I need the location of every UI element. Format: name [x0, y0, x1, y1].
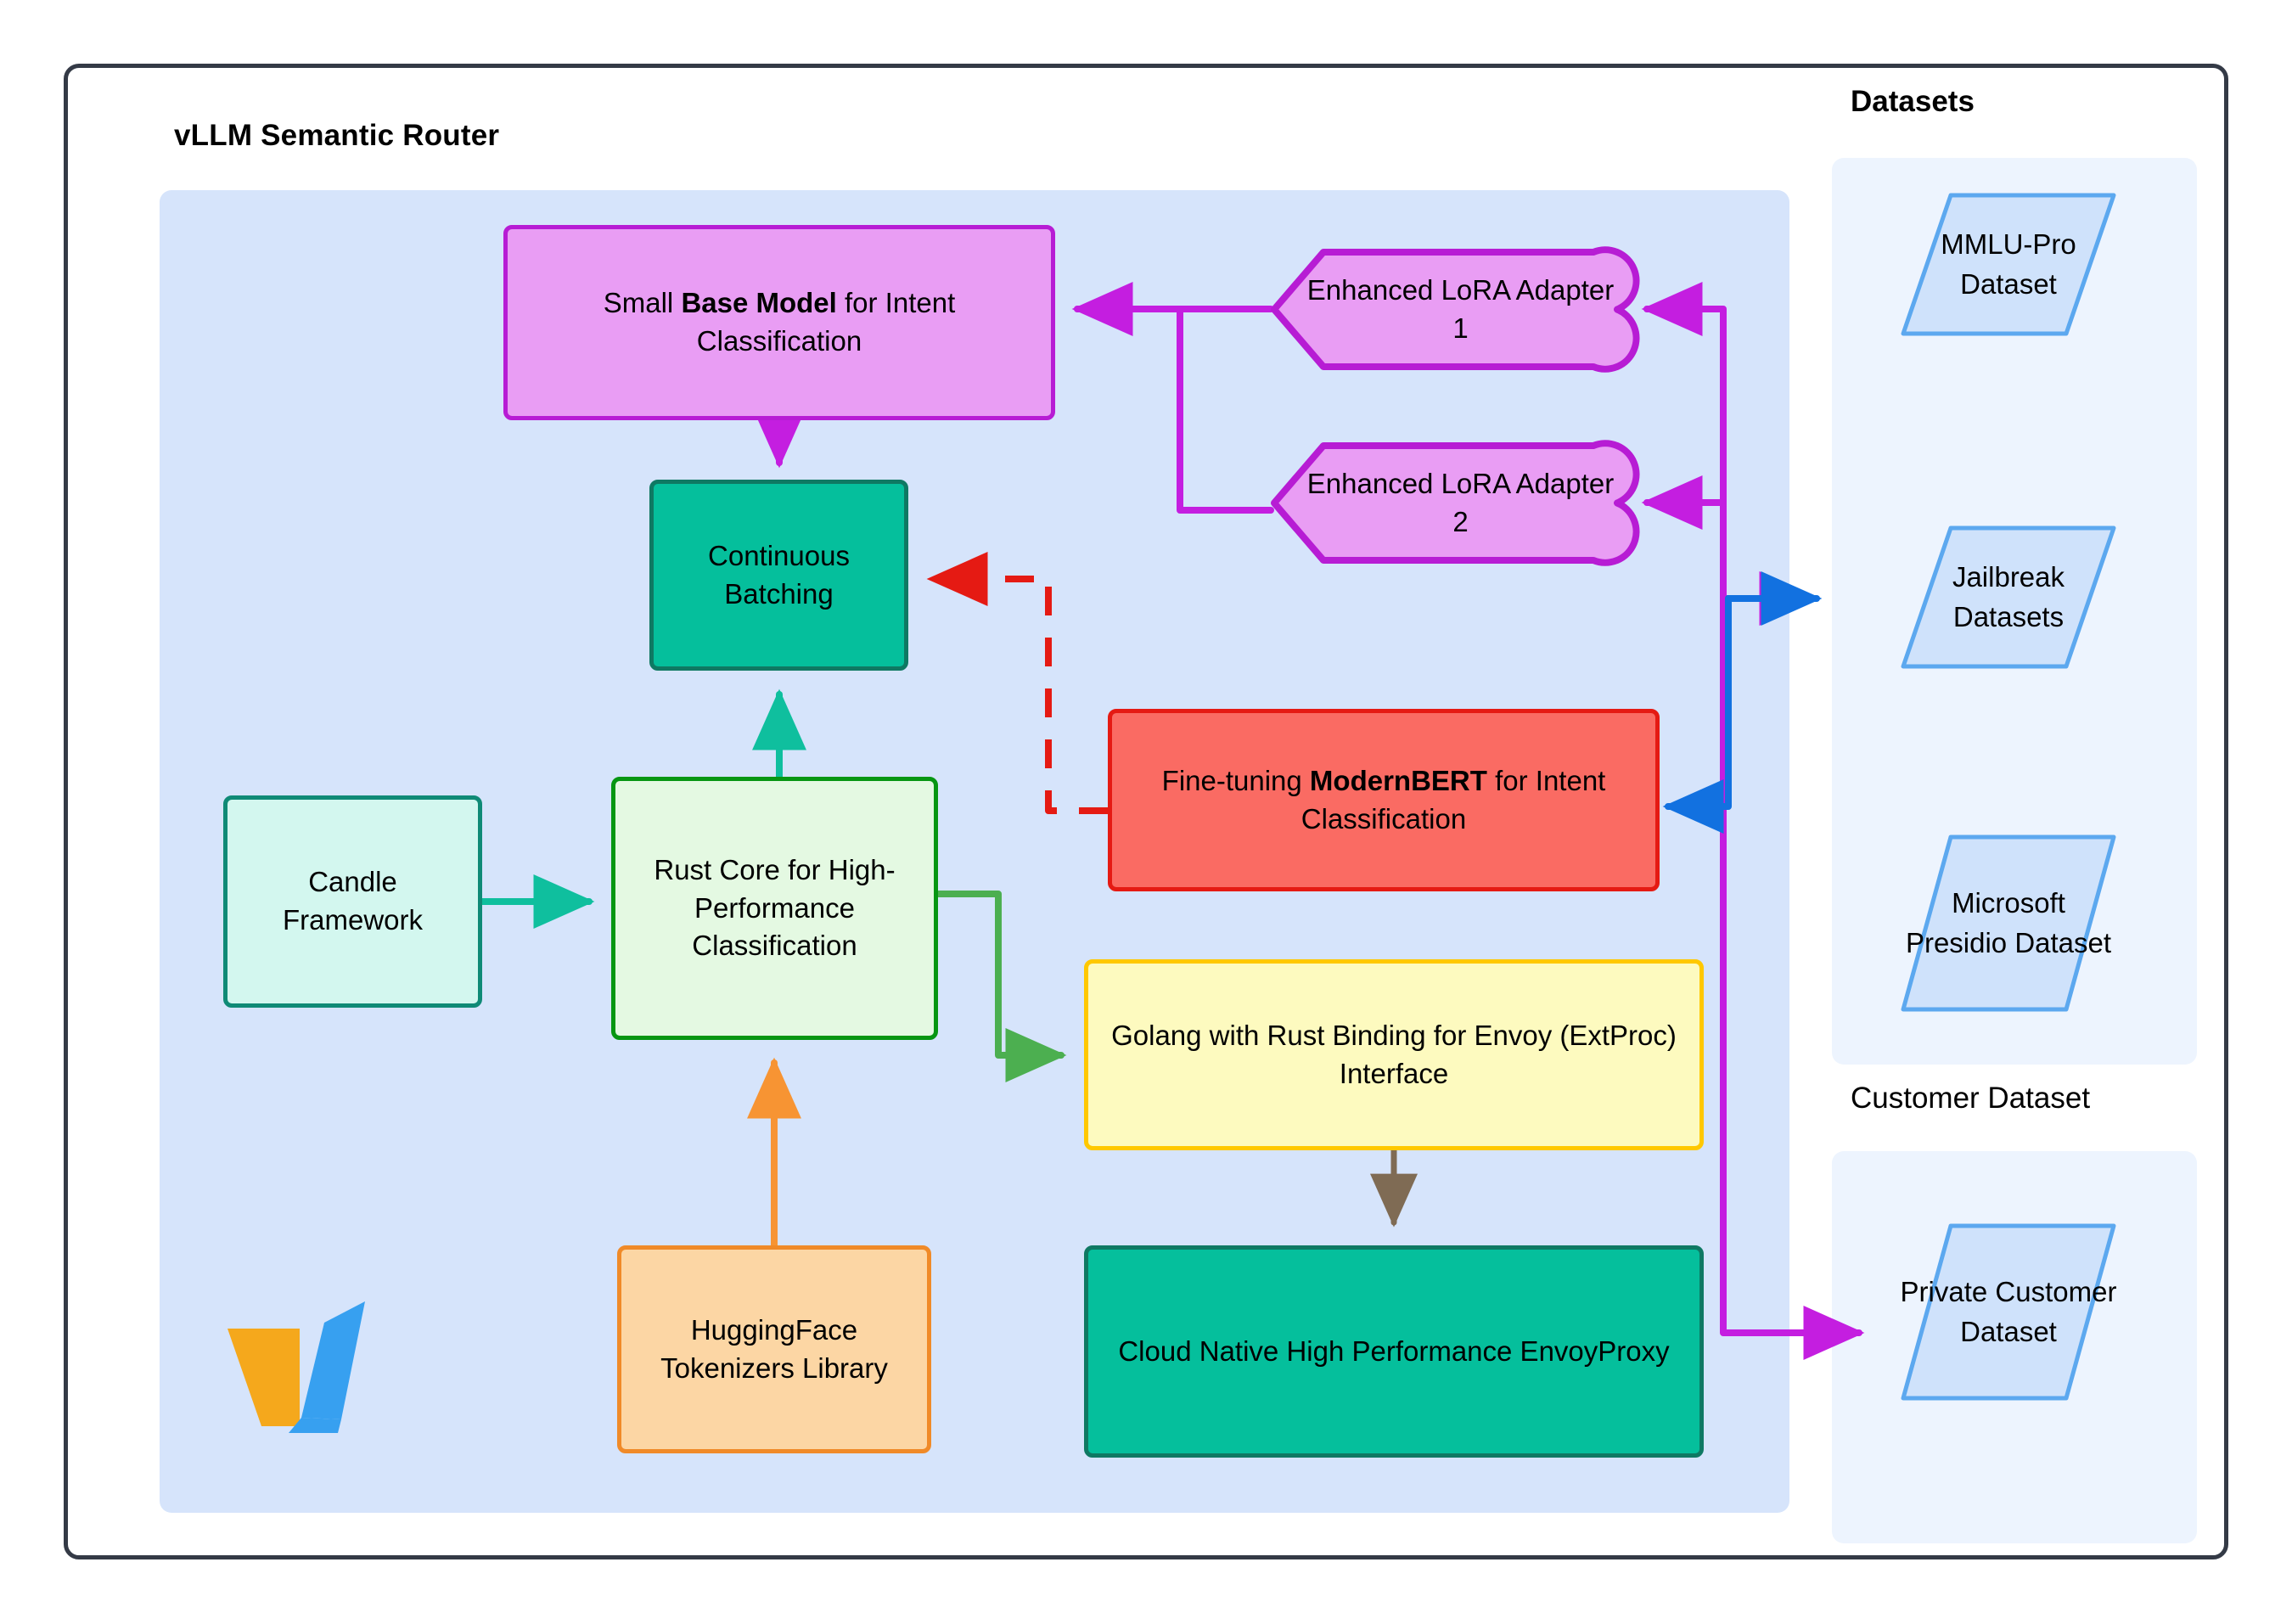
node-huggingface-tokenizers-library[interactable]: HuggingFace Tokenizers Library [617, 1245, 931, 1453]
modernbert-prefix: Fine-tuning [1161, 764, 1310, 796]
lora2-label: Enhanced LoRA Adapter 2 [1306, 467, 1615, 537]
edge-jailbreak-to-modernbert [1662, 571, 1823, 834]
datasets-panel-title: Datasets [1851, 85, 1975, 118]
edge-datasets-to-lora-adapters [1641, 282, 1865, 1360]
node-continuous-batching[interactable]: Continuous Batching [649, 480, 908, 671]
vllm-logo [212, 1299, 374, 1452]
node-mmlu-pro-dataset[interactable]: MMLU-Pro Dataset [1898, 190, 2119, 339]
presidio-label: Microsoft Presidio Dataset [1905, 887, 2112, 958]
mmlu-pro-label: MMLU-Pro Dataset [1941, 228, 2076, 300]
modernbert-suffix: for Intent Classification [1300, 764, 1606, 834]
base-model-bold: Base Model [681, 287, 837, 319]
node-golang-rust-binding-envoy[interactable]: Golang with Rust Binding for Envoy (ExtP… [1084, 959, 1704, 1150]
node-cloud-native-envoy-proxy[interactable]: Cloud Native High Performance EnvoyProxy [1084, 1245, 1704, 1458]
node-private-customer-dataset[interactable]: Private Customer Dataset [1898, 1221, 2119, 1403]
node-microsoft-presidio-dataset[interactable]: Microsoft Presidio Dataset [1898, 832, 2119, 1014]
edge-lora1-to-base-model [1071, 282, 1274, 514]
private-customer-label: Private Customer Dataset [1900, 1276, 2117, 1347]
base-model-prefix: Small [603, 287, 682, 319]
node-enhanced-lora-adapter-1[interactable]: Enhanced LoRA Adapter 1 [1271, 246, 1640, 373]
router-panel-title: vLLM Semantic Router [174, 119, 500, 152]
lora1-label: Enhanced LoRA Adapter 1 [1306, 273, 1615, 344]
customer-panel-title: Customer Dataset [1851, 1082, 2091, 1115]
node-enhanced-lora-adapter-2[interactable]: Enhanced LoRA Adapter 2 [1271, 440, 1640, 566]
node-rust-core[interactable]: Rust Core for High-Performance Classific… [611, 777, 938, 1040]
edge-rust-core-to-golang-envoy [935, 891, 1067, 1082]
edge-modernbert-to-continuous-batching [926, 552, 1108, 814]
node-jailbreak-datasets[interactable]: Jailbreak Datasets [1898, 523, 2119, 672]
node-candle-framework[interactable]: Candle Framework [223, 795, 482, 1008]
modernbert-bold: ModernBERT [1309, 764, 1487, 796]
node-finetuning-modernbert[interactable]: Fine-tuning ModernBERT for Intent Classi… [1108, 709, 1660, 891]
jailbreak-label: Jailbreak Datasets [1952, 561, 2065, 632]
base-model-suffix: for Intent Classification [696, 287, 956, 357]
node-small-base-model[interactable]: Small Base Model for Intent Classificati… [503, 225, 1055, 420]
